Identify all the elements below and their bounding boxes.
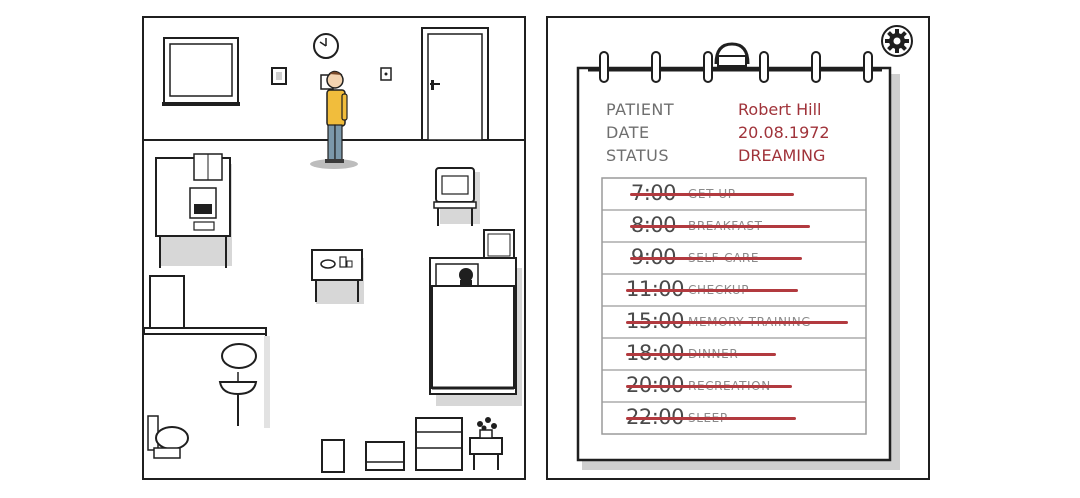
bed-icon[interactable] [429,257,522,406]
strike-line [626,321,848,324]
strike-line [630,257,802,260]
bench-icon[interactable] [365,441,405,471]
date-label: DATE [606,123,650,142]
strike-line [626,385,792,388]
strike-line [626,417,796,420]
schedule-row[interactable]: 22:00 SLEEP [602,402,866,434]
patient-chart-panel: PATIENT DATE STATUS Robert Hill 20.08.19… [546,16,930,480]
sink-icon[interactable] [218,343,258,426]
cabinet-small-icon[interactable] [321,439,345,473]
strike-line [630,225,810,228]
schedule-row[interactable]: 8:00 BREAKFAST [602,210,866,242]
plant-icon[interactable] [469,417,503,470]
door-icon[interactable] [421,27,489,141]
room-drawing [144,27,524,473]
gear-icon [881,25,913,57]
patient-date: 20.08.1972 [738,123,830,142]
patient-figure[interactable] [310,70,358,169]
schedule-row[interactable]: 11:00 CHECKUP [602,274,866,306]
status-label: STATUS [606,146,670,165]
window-icon [162,37,240,106]
table-icon[interactable] [311,249,364,304]
schedule-row[interactable]: 18:00 DINNER [602,338,866,370]
settings-button[interactable] [880,24,914,58]
schedule-row[interactable]: 7:00 GET UP [602,178,866,210]
clipboard-drawing [576,42,900,470]
spiral-binding [599,51,873,83]
toilet-icon[interactable] [147,415,189,459]
wall-clock-icon [313,33,339,59]
kitchen-counter[interactable] [155,153,232,268]
room-scene [142,16,526,480]
strike-line [630,193,794,196]
patient-name: Robert Hill [738,100,822,119]
schedule-row[interactable]: 9:00 SELF-CARE [602,242,866,274]
patient-label: PATIENT [606,100,675,119]
strike-line [626,353,776,356]
strike-line [626,289,798,292]
chair-icon[interactable] [433,167,480,226]
bathroom-area [144,327,270,428]
schedule-row[interactable]: 20:00 RECREATION [602,370,866,402]
schedule-row[interactable]: 15:00 MEMORY TRAINING [602,306,866,338]
wardrobe-icon[interactable] [149,275,185,335]
dresser-icon[interactable] [415,417,463,471]
patient-status: DREAMING [738,146,826,165]
